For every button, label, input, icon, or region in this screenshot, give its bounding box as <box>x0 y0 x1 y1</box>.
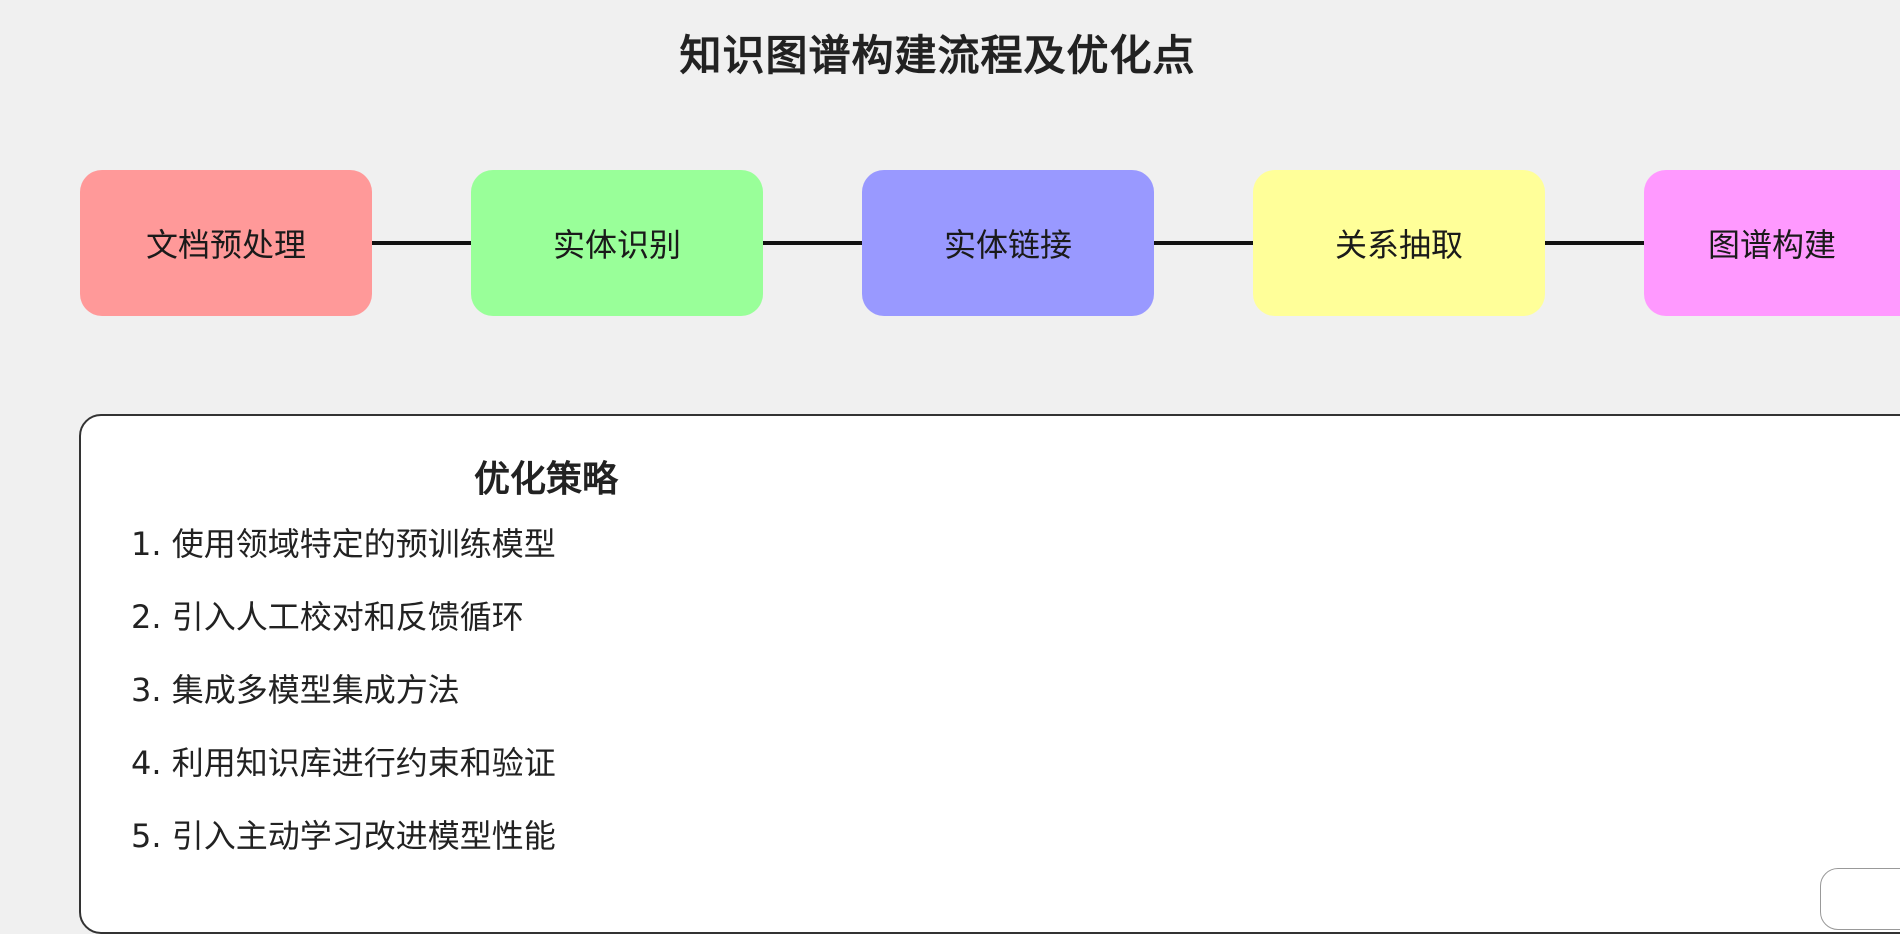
page-title: 知识图谱构建流程及优化点 <box>679 31 1196 80</box>
list-item: 5. 引入主动学习改进模型性能 <box>131 817 556 855</box>
list-item: 2. 引入人工校对和反馈循环 <box>131 598 524 636</box>
corner-widget[interactable] <box>1820 868 1900 930</box>
process-flow: 文档预处理 实体识别 实体链接 关系抽取 图谱构建 <box>0 0 1900 360</box>
optimization-strategies-panel: 优化策略 1. 使用领域特定的预训练模型 2. 引入人工校对和反馈循环 3. 集… <box>79 414 1900 934</box>
step-label: 关系抽取 <box>1334 226 1463 264</box>
step-document-preprocessing: 文档预处理 <box>80 170 372 316</box>
panel-title: 优化策略 <box>81 450 1011 502</box>
step-label: 实体识别 <box>552 226 681 264</box>
step-entity-linking: 实体链接 <box>862 170 1154 316</box>
step-label: 文档预处理 <box>145 226 306 264</box>
panel-title-text: 优化策略 <box>473 459 618 500</box>
step-label: 图谱构建 <box>1707 226 1836 264</box>
step-graph-construction: 图谱构建 <box>1644 170 1900 316</box>
list-item: 4. 利用知识库进行约束和验证 <box>131 744 556 782</box>
step-label: 实体链接 <box>943 226 1072 264</box>
strategy-list: 1. 使用领域特定的预训练模型 2. 引入人工校对和反馈循环 3. 集成多模型集… <box>131 526 556 891</box>
step-relation-extraction: 关系抽取 <box>1253 170 1545 316</box>
list-item: 1. 使用领域特定的预训练模型 <box>131 525 556 563</box>
step-entity-recognition: 实体识别 <box>471 170 763 316</box>
list-item: 3. 集成多模型集成方法 <box>131 671 460 709</box>
